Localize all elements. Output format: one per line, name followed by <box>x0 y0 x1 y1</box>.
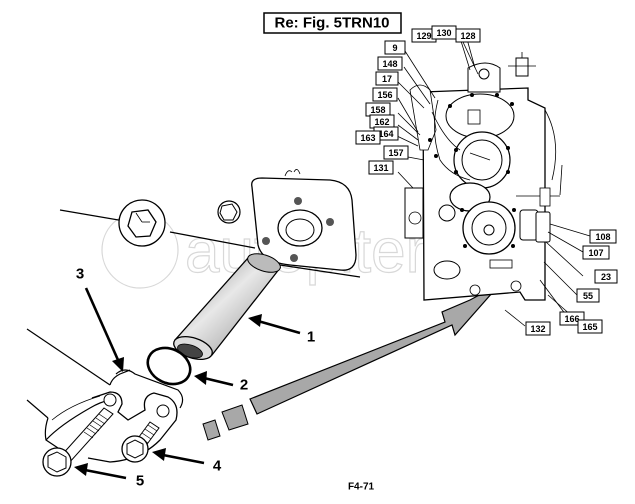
callout-label-2: 2 <box>240 377 248 394</box>
flange-plate <box>251 169 357 271</box>
callout-132: 132 <box>525 321 551 336</box>
svg-text:157: 157 <box>388 148 403 158</box>
svg-text:156: 156 <box>377 90 392 100</box>
small-nut <box>217 200 241 224</box>
callout-128: 128 <box>455 28 481 43</box>
engine-callouts: 129 130 128 9 148 17 156 158 162 164 163… <box>355 25 618 336</box>
svg-text:128: 128 <box>460 31 475 41</box>
svg-text:132: 132 <box>530 324 545 334</box>
callout-163: 163 <box>355 130 381 145</box>
callout-label-3: 3 <box>76 266 84 283</box>
svg-text:163: 163 <box>360 133 375 143</box>
callout-165: 165 <box>577 319 603 334</box>
callout-107: 107 <box>582 245 610 260</box>
reference-title: Re: Fig. 5TRN10 <box>263 12 402 34</box>
svg-text:23: 23 <box>601 272 611 282</box>
callout-55: 55 <box>576 288 600 303</box>
svg-text:9: 9 <box>392 43 397 53</box>
o-ring-part-2 <box>146 346 192 386</box>
callout-17: 17 <box>375 71 399 86</box>
callout-162: 162 <box>369 114 395 129</box>
svg-text:166: 166 <box>564 314 579 324</box>
callout-157: 157 <box>383 145 409 160</box>
callout-158: 158 <box>365 102 391 117</box>
flange-bolt <box>118 199 166 247</box>
bracket-part-3 <box>26 328 184 463</box>
svg-text:17: 17 <box>382 74 392 84</box>
svg-text:107: 107 <box>588 248 603 258</box>
figure-code: F4-71 <box>348 482 375 493</box>
svg-text:162: 162 <box>374 117 389 127</box>
svg-text:129: 129 <box>416 31 431 41</box>
short-bolt-part-4 <box>121 421 160 463</box>
callout-130: 130 <box>431 25 457 40</box>
svg-text:131: 131 <box>373 163 388 173</box>
callout-9: 9 <box>384 40 406 55</box>
engine-leader-lines <box>396 38 591 327</box>
svg-text:148: 148 <box>382 59 397 69</box>
svg-text:164: 164 <box>378 129 393 139</box>
background-lines <box>59 209 361 278</box>
detail-callouts: 1 2 3 4 5 <box>74 266 315 490</box>
callout-23: 23 <box>594 269 618 284</box>
callout-108: 108 <box>589 229 617 244</box>
svg-text:130: 130 <box>436 28 451 38</box>
svg-text:55: 55 <box>583 291 593 301</box>
callout-131: 131 <box>368 160 394 175</box>
svg-text:108: 108 <box>595 232 610 242</box>
callout-label-1: 1 <box>307 329 315 346</box>
svg-text:158: 158 <box>370 105 385 115</box>
engine-assembly <box>404 52 563 301</box>
callout-label-4: 4 <box>213 458 222 475</box>
reference-title-text: Re: Fig. 5TRN10 <box>274 15 389 32</box>
callout-label-5: 5 <box>136 473 144 490</box>
callout-156: 156 <box>372 87 398 102</box>
long-bolt-part-5 <box>42 407 114 477</box>
callout-148: 148 <box>377 56 403 71</box>
svg-text:165: 165 <box>582 322 597 332</box>
tube-part-1 <box>173 253 282 360</box>
